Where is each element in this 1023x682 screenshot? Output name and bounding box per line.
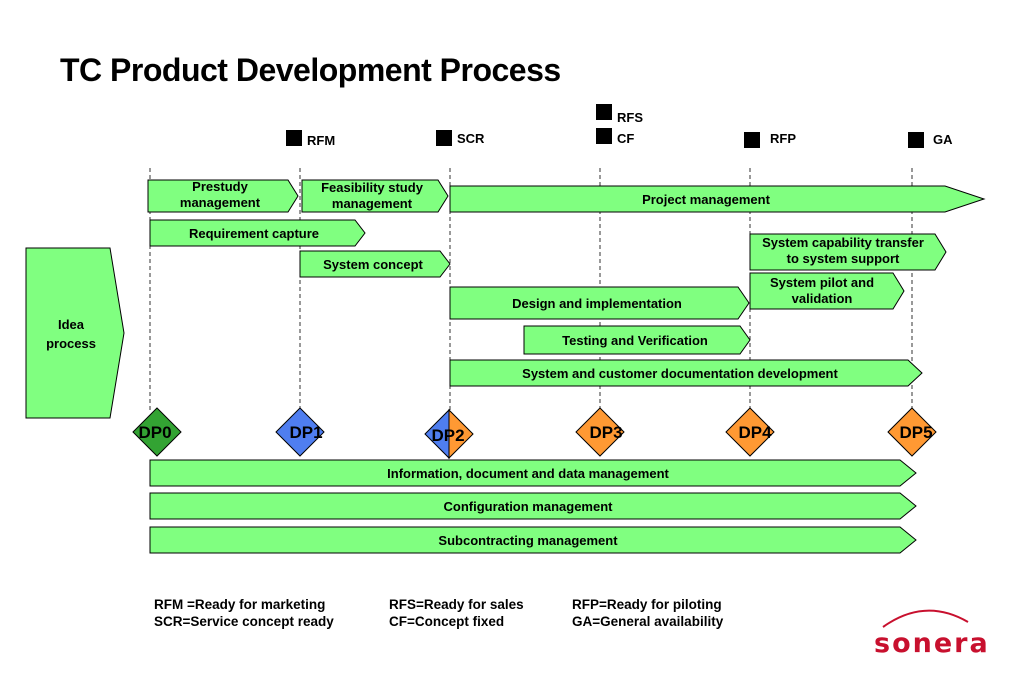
legend-rfs: RFS=Ready for sales: [389, 597, 524, 612]
capability-transfer-label-1: System capability transfer: [762, 235, 924, 250]
prestudy-arrow: [147, 179, 299, 213]
feasibility-label-2: management: [332, 196, 413, 211]
requirement-capture-arrow: [149, 219, 366, 247]
milestone-marker-cf: [596, 128, 612, 144]
milestone-cf: CF: [617, 131, 634, 146]
sonera-logo-swoosh: [882, 609, 969, 628]
prestudy-label-1: Prestudy: [192, 179, 248, 194]
requirement-capture-label: Requirement capture: [189, 226, 319, 241]
legend-column-3: RFP=Ready for piloting GA=General availa…: [572, 596, 723, 630]
design-implementation-label: Design and implementation: [512, 296, 682, 311]
info-management-arrow: [149, 459, 917, 487]
legend-rfp: RFP=Ready for piloting: [572, 597, 722, 612]
documentation-arrow: [449, 359, 923, 387]
configuration-management-arrow: [149, 492, 917, 520]
testing-verification-label: Testing and Verification: [562, 333, 708, 348]
feasibility-arrow: [301, 179, 449, 213]
design-implementation-arrow: [449, 286, 750, 320]
milestone-marker-rfp: [744, 132, 760, 148]
dp0-diamond: [132, 407, 182, 457]
idea-process-label-2: process: [46, 336, 96, 351]
documentation-label: System and customer documentation develo…: [522, 366, 838, 381]
milestone-rfs: RFS: [617, 110, 643, 125]
dp4-label: DP4: [738, 423, 772, 442]
milestone-marker-ga: [908, 132, 924, 148]
feasibility-label-1: Feasibility study: [321, 180, 424, 195]
pilot-validation-arrow: [749, 272, 905, 310]
dp5-diamond: [887, 407, 937, 457]
system-concept-arrow: [299, 250, 451, 278]
dp1-label: DP1: [289, 423, 322, 442]
prestudy-label-2: management: [180, 195, 261, 210]
milestone-rfp: RFP: [770, 131, 796, 146]
idea-process-shape: [25, 247, 125, 419]
dp2-label: DP2: [431, 426, 464, 445]
dp5-label: DP5: [899, 423, 932, 442]
idea-process-label-1: Idea: [58, 317, 85, 332]
milestone-ga: GA: [933, 132, 953, 147]
legend-column-2: RFS=Ready for sales CF=Concept fixed: [389, 596, 524, 630]
capability-transfer-arrow: [749, 233, 947, 271]
legend-column-1: RFM =Ready for marketing SCR=Service con…: [154, 596, 334, 630]
sonera-logo: sonera: [874, 628, 990, 659]
milestone-scr: SCR: [457, 131, 485, 146]
legend-scr: SCR=Service concept ready: [154, 614, 334, 629]
milestone-rfm: RFM: [307, 133, 335, 148]
dp3-diamond: [575, 407, 625, 457]
dp2-diamond-right: [448, 408, 474, 460]
page-title: TC Product Development Process: [60, 52, 561, 88]
dp3-label: DP3: [589, 423, 622, 442]
project-management-label: Project management: [642, 192, 771, 207]
milestone-marker-scr: [436, 130, 452, 146]
pilot-validation-label-1: System pilot and: [770, 275, 874, 290]
milestone-marker-rfm: [286, 130, 302, 146]
dp1-diamond: [275, 407, 325, 457]
testing-verification-arrow: [523, 325, 751, 355]
milestones: RFS RFM SCR CF RFP GA: [286, 104, 953, 148]
project-management-arrow: [449, 185, 986, 213]
configuration-management-label: Configuration management: [443, 499, 613, 514]
legend-cf: CF=Concept fixed: [389, 614, 505, 629]
legend-ga: GA=General availability: [572, 614, 724, 629]
system-concept-label: System concept: [323, 257, 423, 272]
subcontracting-management-arrow: [149, 526, 917, 554]
capability-transfer-label-2: to system support: [787, 251, 900, 266]
milestone-marker-rfs: [596, 104, 612, 120]
legend-rfm: RFM =Ready for marketing: [154, 597, 326, 612]
pilot-validation-label-2: validation: [792, 291, 853, 306]
info-management-label: Information, document and data managemen…: [387, 466, 669, 481]
subcontracting-management-label: Subcontracting management: [438, 533, 618, 548]
dp0-label: DP0: [138, 423, 171, 442]
dp4-diamond: [725, 407, 775, 457]
